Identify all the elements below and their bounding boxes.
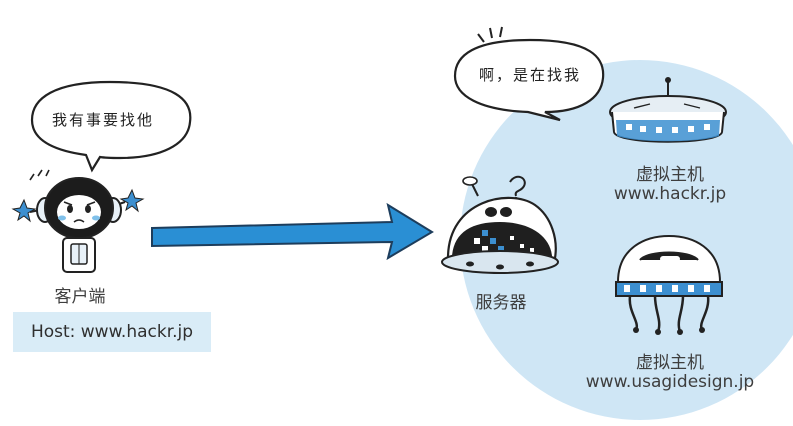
client-speech-bubble xyxy=(30,80,192,173)
server-group-circle xyxy=(460,60,793,420)
host-header-text: Host: www.hackr.jp xyxy=(30,322,194,342)
client-robot-icon xyxy=(11,169,145,273)
request-arrow xyxy=(151,202,434,261)
client-label: 客户端 xyxy=(54,287,106,307)
client-speech-text: 我有事要找他 xyxy=(52,111,155,129)
virtual-host-1-icon xyxy=(609,77,727,143)
virtual-host-2-icon xyxy=(615,234,723,335)
server-speech-bubble xyxy=(453,26,605,122)
host-header-box: Host: www.hackr.jp xyxy=(13,312,211,352)
server-label: 服务器 xyxy=(475,293,527,313)
virtual-host-1-label: 虚拟主机 xyxy=(636,165,704,185)
server-robot-icon xyxy=(441,175,559,274)
virtual-host-2-label: 虚拟主机 xyxy=(636,353,704,373)
virtual-host-2-domain: www.usagidesign.jp xyxy=(585,372,755,392)
server-speech-text: 啊，是在找我 xyxy=(479,66,582,84)
virtual-host-1-domain: www.hackr.jp xyxy=(613,184,727,204)
